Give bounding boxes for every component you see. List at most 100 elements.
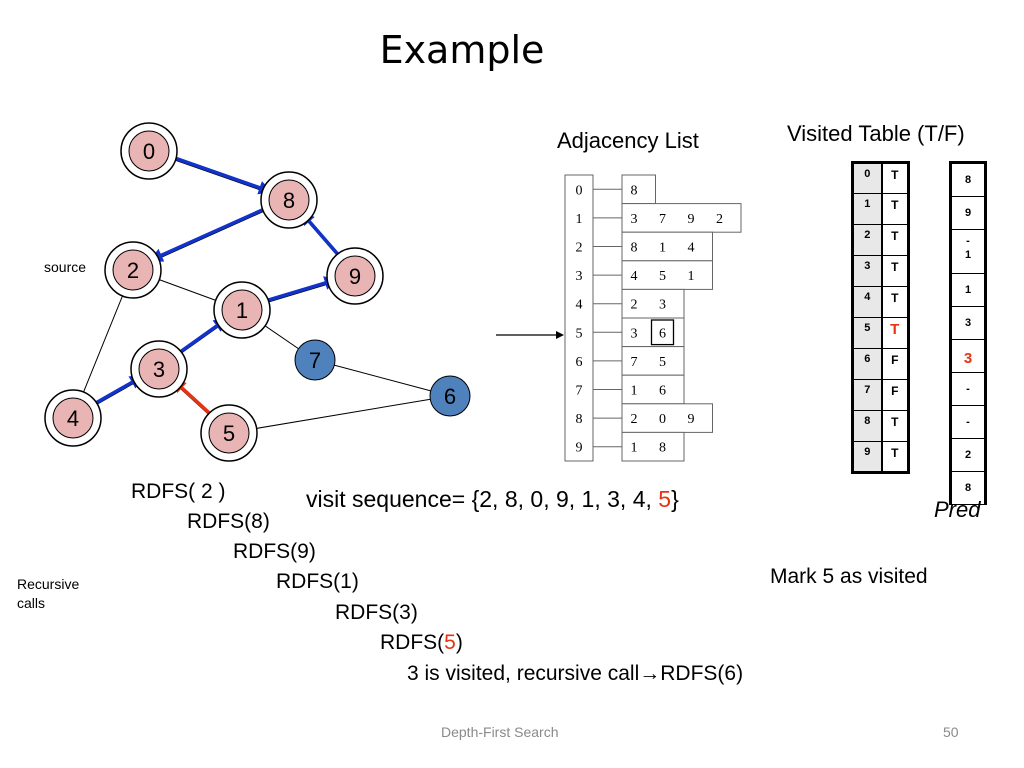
tree-edge-8-2 [148,201,279,262]
node-label: 0 [143,139,155,164]
pred-label: Pred [934,497,981,522]
rdfs-call-3: RDFS(3) [335,601,418,624]
node-circle [221,289,263,331]
node-label: 2 [127,258,139,283]
node-circle [429,375,471,417]
adj-vertex-5: 5 [576,326,583,341]
adj-vertex-8: 8 [576,412,583,427]
adj-vertex-7: 7 [576,384,583,399]
adj-neighbor: 2 [631,412,638,427]
visited-value: F [881,379,909,411]
adjacency-list-title: Adjacency List [557,128,699,153]
graph-node-1: 1 [213,281,271,339]
recursion-note-text: 3 is visited, recursive call [407,662,640,685]
node-label: 9 [349,264,361,289]
adj-neighbor: 2 [716,212,723,227]
visited-value: T [881,224,909,256]
node-circle [128,130,170,172]
visited-index: 4 [852,286,883,318]
node-circle [112,249,154,291]
pred-cell: 3 [952,340,984,373]
recursive-label-line1: Recursive [17,576,80,592]
node-label: 3 [153,357,165,382]
visit-sequence: visit sequence= {2, 8, 0, 9, 1, 3, 4, 5} [306,486,679,513]
node-circle [268,179,310,221]
highlighted-neighbor-box [650,319,675,346]
graph-node-7: 7 [294,339,336,381]
visited-index: 1 [852,193,883,225]
recursive-calls-label: Recursive calls [17,575,79,613]
recursion-note: 3 is visited, recursive call→RDFS(6) [407,662,743,686]
node-circle [138,348,180,390]
adj-neighbor: 4 [631,269,638,284]
recursive-label-line2: calls [17,595,46,611]
pred-cell: - [952,373,984,406]
pred-cell: 8 [952,472,984,505]
adj-list-row-2 [621,231,713,262]
adj-list-row-0 [621,174,656,205]
rdfs-call-9: RDFS(9) [233,540,316,563]
pred-cell: 2 [952,439,984,472]
tree-edge-0-8 [159,151,273,195]
visited-value: T [881,441,909,473]
adj-neighbor: 8 [659,441,666,456]
visited-index: 0 [852,162,883,194]
adj-neighbor: 9 [688,412,695,427]
adj-neighbor: 6 [659,384,666,399]
visited-index: 9 [852,441,883,473]
pred-cell: 3 [952,307,984,340]
vertex-column [564,174,594,462]
adj-neighbor: 3 [659,298,666,313]
footer-title: Depth-First Search [441,724,559,740]
rdfs-call-1: RDFS(1) [276,570,359,593]
adj-neighbor: 8 [631,183,638,198]
adj-neighbor: 1 [631,384,638,399]
recursion-note-call: RDFS(6) [660,662,744,685]
rdfs-call-5: RDFS(5) [380,631,463,654]
node-circle [294,339,336,381]
pred-cell: -1 [952,230,984,274]
visited-value: T [881,255,909,287]
adj-vertex-2: 2 [576,241,583,256]
pred-cell: 8 [952,164,984,197]
pred-cell: 9 [952,197,984,230]
graph-node-2: 2 [104,241,162,299]
visited-value: T [881,286,909,318]
current-vertex-arrow [496,331,564,339]
node-circle [334,255,376,297]
visited-value: T [881,162,909,194]
node-label: 4 [67,406,79,431]
node-circle [52,397,94,439]
adj-vertex-9: 9 [576,441,583,456]
rdfs-call-8: RDFS(8) [187,510,270,533]
graph-node-8: 8 [260,171,318,229]
adj-vertex-6: 6 [576,355,583,370]
adj-neighbor: 7 [631,355,638,370]
adj-vertex-0: 0 [576,183,583,198]
visit-sequence-items: 2, 8, 0, 9, 1, 3, 4, [479,486,659,512]
adj-neighbor: 7 [659,212,666,227]
adj-list-row-1 [621,203,742,233]
visit-sequence-close: } [671,486,679,512]
adj-list-row-3 [621,260,713,290]
page-number: 50 [943,724,959,740]
visit-sequence-label: visit sequence= { [306,486,480,512]
adj-list-row-8 [621,403,713,433]
rdfs-call-2: RDFS( 2 ) [131,480,226,503]
adj-neighbor: 3 [631,326,638,341]
graph-node-3: 3 [130,340,188,398]
adj-neighbor: 9 [688,212,695,227]
node-label: 7 [309,348,321,373]
adj-vertex-1: 1 [576,212,583,227]
visited-index: 2 [852,224,883,256]
adj-list-row-4 [621,288,685,319]
graph-node-0: 0 [120,122,178,180]
